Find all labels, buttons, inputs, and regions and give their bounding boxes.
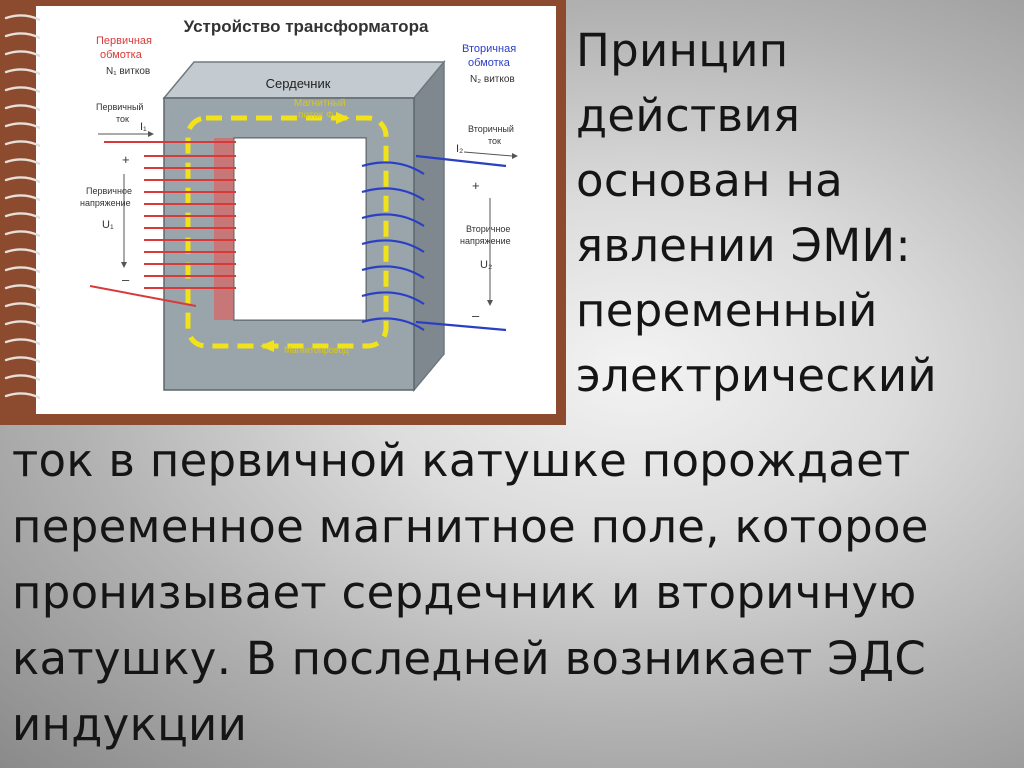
notebook-spiral xyxy=(4,14,40,400)
body-line: переменный xyxy=(576,284,878,337)
secondary-winding-label-line1: Вторичная xyxy=(462,43,516,55)
secondary-winding-label-line2: обмотка xyxy=(468,57,511,69)
diagram-title: Устройство трансформатора xyxy=(184,17,429,36)
secondary-current-symbol: I₂ xyxy=(456,143,463,155)
body-line: электрический xyxy=(576,349,937,402)
body-line: явлении ЭМИ: xyxy=(576,219,911,272)
primary-winding xyxy=(89,141,236,307)
primary-minus: – xyxy=(122,272,130,287)
secondary-voltage-arrowhead xyxy=(487,300,493,306)
core-label: Сердечник xyxy=(266,76,331,91)
primary-current-arrowhead xyxy=(148,131,154,137)
body-line: Принцип xyxy=(576,24,789,77)
transformer-diagram: Устройство трансформатора Сердечник Магн… xyxy=(80,17,518,393)
primary-voltage-label-line2: напряжение xyxy=(80,198,131,208)
diagram-frame: Устройство трансформатора Сердечник Магн… xyxy=(0,0,566,425)
core-side-face xyxy=(413,59,445,393)
primary-current-label-line2: ток xyxy=(116,114,129,124)
flux-path xyxy=(185,115,389,349)
secondary-minus: – xyxy=(472,308,480,323)
core-window xyxy=(233,137,367,321)
flux-arrow-bottom xyxy=(260,340,274,352)
body-line: основан на xyxy=(576,154,844,207)
primary-voltage-arrowhead xyxy=(121,262,127,268)
secondary-turns-label: N₂ витков xyxy=(470,74,515,85)
diagram-paper: Устройство трансформатора Сердечник Магн… xyxy=(36,6,556,414)
primary-voltage-label-line1: Первичное xyxy=(86,186,132,196)
flux-label-line2: поток Ф xyxy=(298,110,334,121)
primary-voltage-symbol: U₁ xyxy=(102,219,114,231)
secondary-current-label-line1: Вторичный xyxy=(468,124,514,134)
body-line: пронизывает сердечник и вторичную xyxy=(12,566,917,619)
secondary-voltage-label-line2: напряжение xyxy=(460,236,511,246)
body-line: индукции xyxy=(12,698,248,751)
primary-current-symbol: I₁ xyxy=(140,121,147,133)
body-text-side: Принцип действия основан на явлении ЭМИ:… xyxy=(576,18,1016,408)
secondary-current-label-line2: ток xyxy=(488,136,501,146)
flux-arrow-top xyxy=(336,112,350,124)
flux-label-line1: Магнитный xyxy=(294,98,346,109)
secondary-current-arrow xyxy=(463,151,513,157)
primary-plus: + xyxy=(122,152,130,167)
secondary-plus: + xyxy=(472,178,480,193)
body-line: переменное магнитное поле, которое xyxy=(12,500,929,553)
secondary-voltage-symbol: U₂ xyxy=(480,259,492,271)
secondary-current-arrowhead xyxy=(512,153,518,159)
body-line: катушку. В последней возникает ЭДС xyxy=(12,632,927,685)
body-text-full: ток в первичной катушке порождает переме… xyxy=(12,428,1012,758)
body-line: действия xyxy=(576,89,801,142)
secondary-winding xyxy=(361,154,507,332)
primary-turns-label: N₁ витков xyxy=(106,66,150,77)
primary-current-label-line1: Первичный xyxy=(96,102,143,112)
body-line: ток в первичной катушке порождает xyxy=(12,434,911,487)
primary-winding-label-line1: Первичная xyxy=(96,35,152,47)
secondary-voltage-label-line1: Вторичное xyxy=(466,224,510,234)
flux-bottom-label: Магнитопровод xyxy=(284,345,349,355)
primary-winding-label-line2: обмотка xyxy=(100,49,143,61)
